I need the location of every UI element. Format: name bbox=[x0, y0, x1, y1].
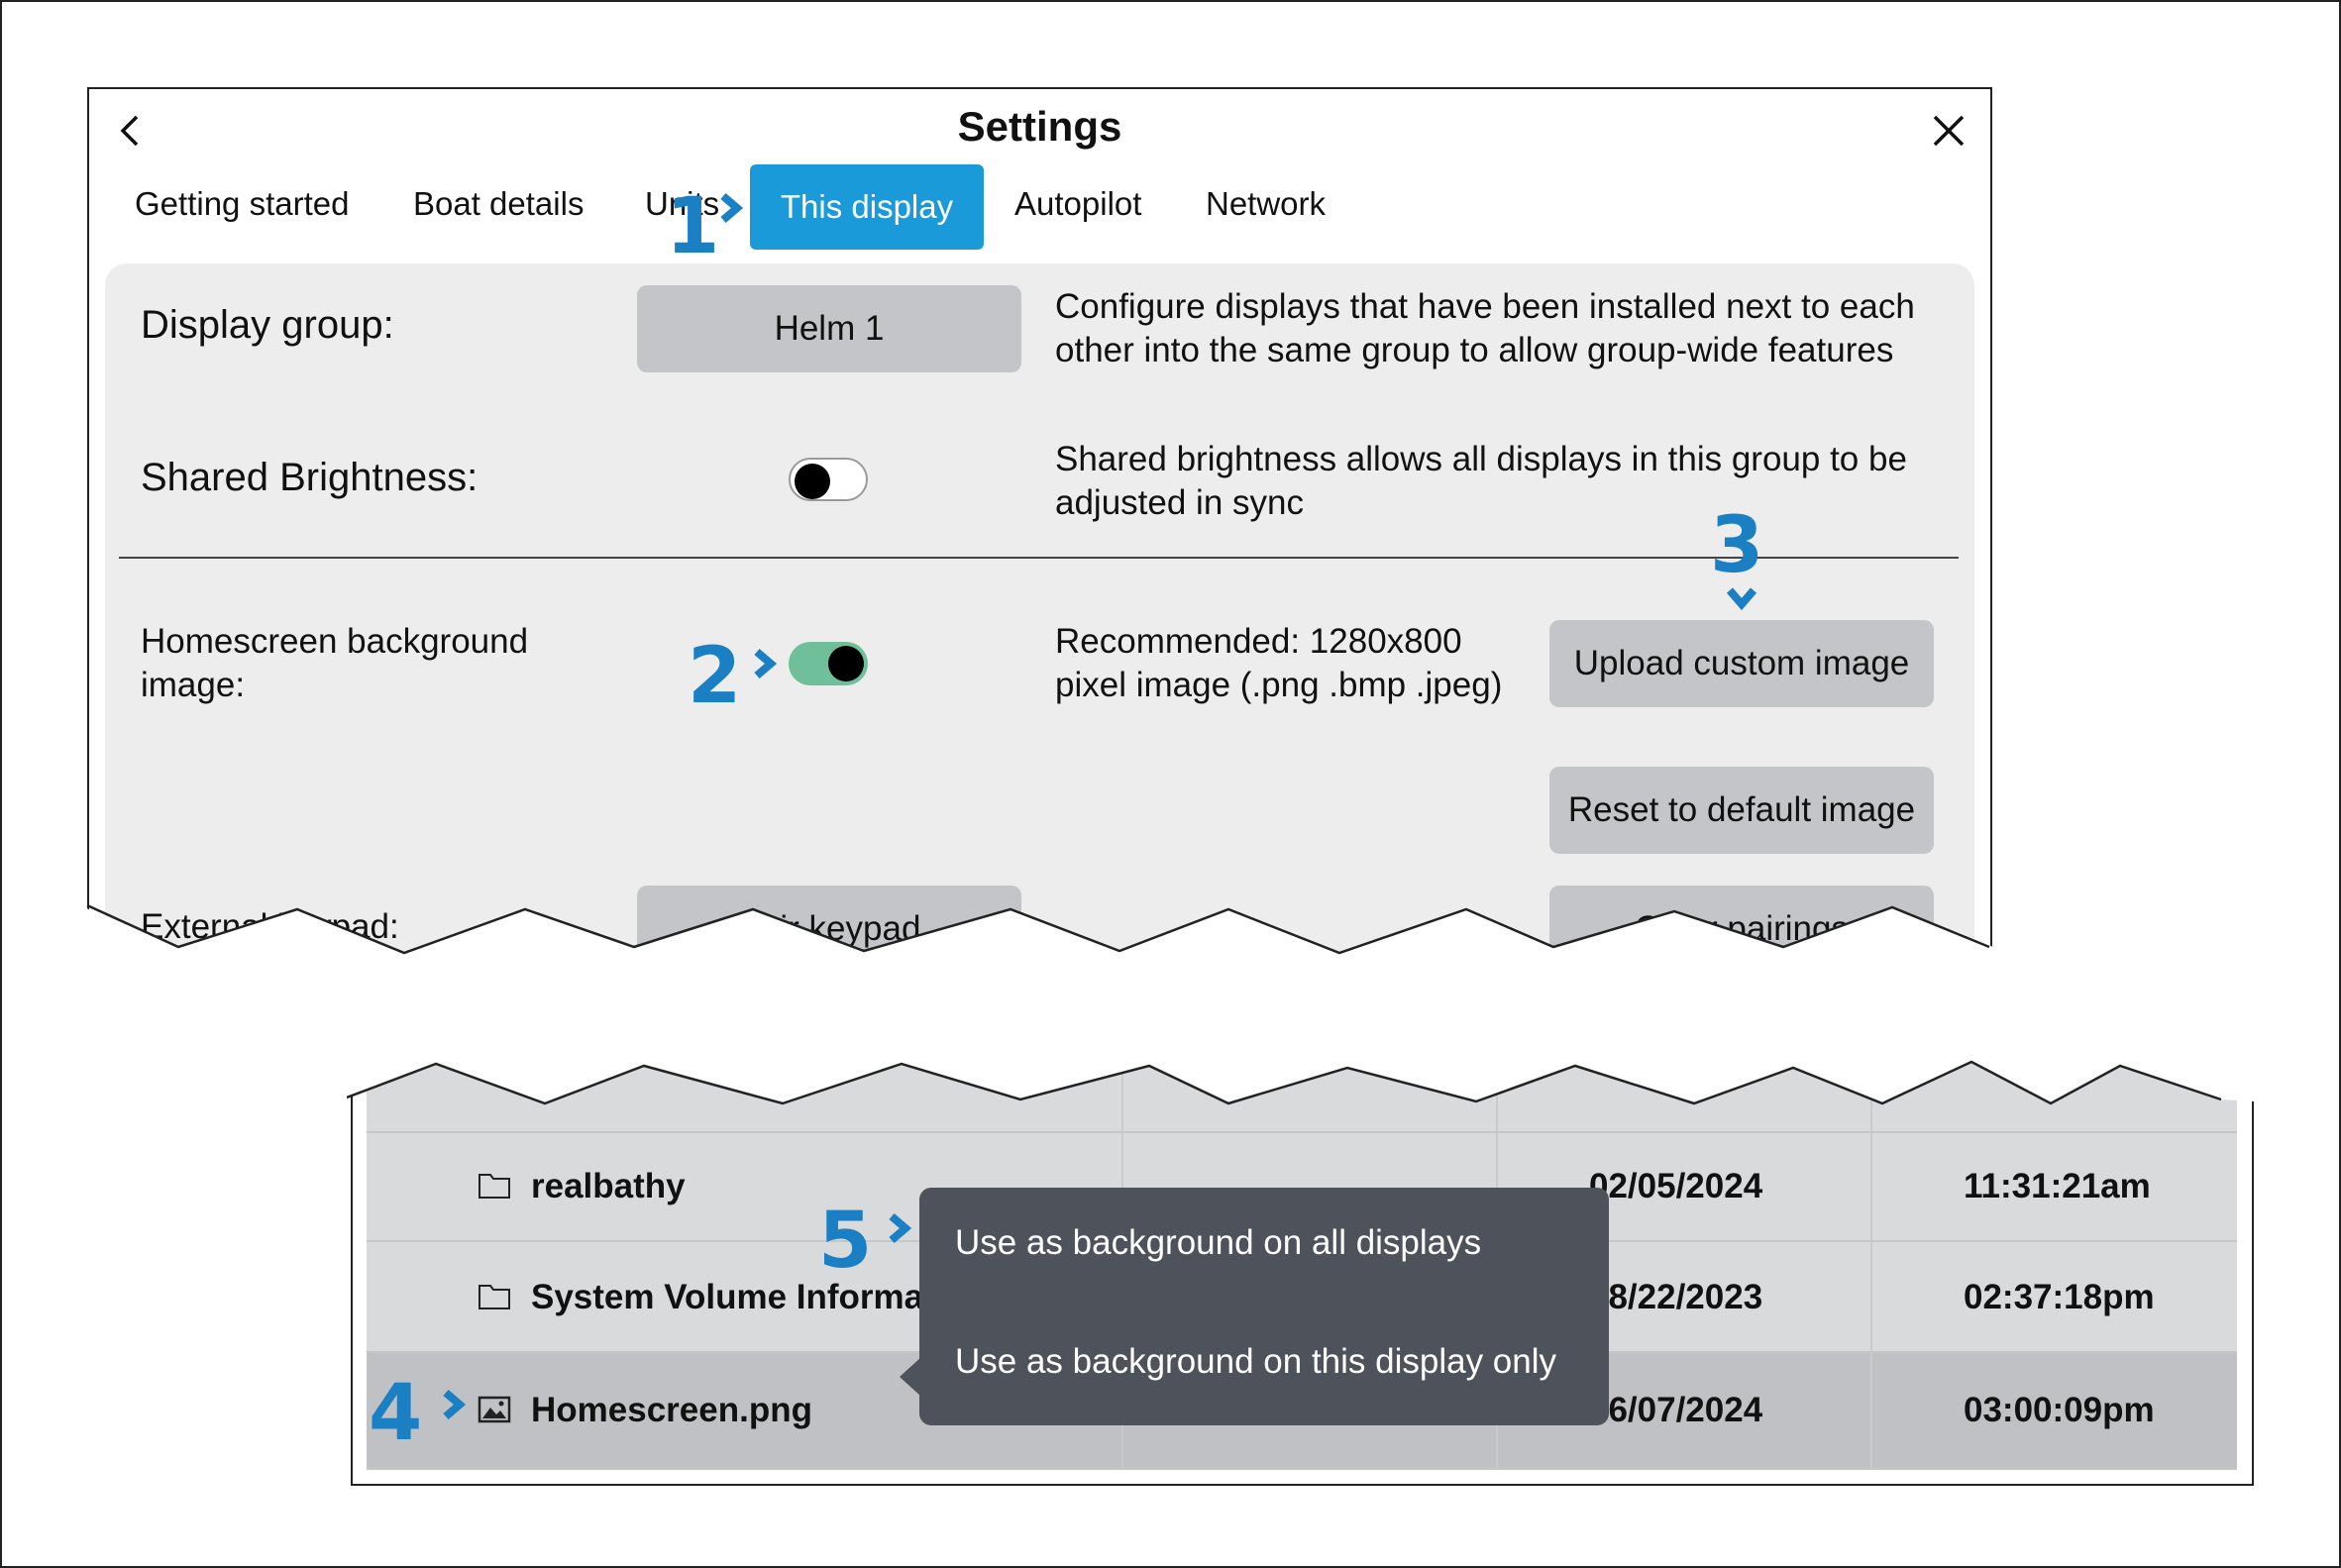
menu-item-this-display[interactable]: Use as background on this display only bbox=[955, 1342, 1557, 1381]
tab-boat-details[interactable]: Boat details bbox=[413, 185, 585, 222]
callout-arrow-icon bbox=[443, 1389, 467, 1420]
callout-5: 5 bbox=[818, 1197, 873, 1286]
upload-custom-image-button[interactable]: Upload custom image bbox=[1549, 620, 1934, 707]
tab-autopilot[interactable]: Autopilot bbox=[1014, 185, 1142, 222]
display-group-description: Configure displays that have been instal… bbox=[1055, 285, 1915, 372]
callout-arrow-icon bbox=[889, 1212, 912, 1244]
settings-dialog: Settings Getting started Boat details Un… bbox=[87, 87, 1992, 963]
description-line: other into the same group to allow group… bbox=[1055, 331, 1894, 369]
file-time: 02:37:18pm bbox=[1964, 1278, 2155, 1316]
image-recommendation: Recommended: 1280x800 pixel image (.png … bbox=[1055, 620, 1502, 707]
column-divider bbox=[1870, 1062, 1872, 1468]
homescreen-background-toggle[interactable] bbox=[789, 642, 868, 685]
toggle-knob bbox=[828, 646, 864, 681]
description-line: adjusted in sync bbox=[1055, 483, 1304, 522]
display-group-label: Display group: bbox=[141, 303, 394, 347]
callout-arrow-down-icon bbox=[1726, 587, 1757, 611]
file-name: Homescreen.png bbox=[531, 1391, 812, 1429]
shared-brightness-toggle[interactable] bbox=[789, 458, 868, 501]
callout-3: 3 bbox=[1710, 501, 1764, 590]
file-date: 08/22/2023 bbox=[1589, 1278, 1763, 1316]
label-line: image: bbox=[141, 666, 246, 704]
back-arrow-icon[interactable] bbox=[111, 111, 151, 151]
file-name: realbathy bbox=[531, 1167, 686, 1205]
dialog-title: Settings bbox=[957, 103, 1122, 150]
close-icon[interactable] bbox=[1929, 111, 1969, 151]
tab-units[interactable]: Units bbox=[645, 185, 720, 222]
file-date: 06/07/2024 bbox=[1589, 1391, 1763, 1429]
callout-arrow-icon bbox=[754, 648, 778, 679]
file-date: 02/05/2024 bbox=[1589, 1167, 1763, 1205]
file-time: 03:00:09pm bbox=[1964, 1391, 2155, 1429]
section-divider bbox=[119, 557, 1959, 559]
recommendation-line: Recommended: 1280x800 bbox=[1055, 622, 1462, 661]
recommendation-line: pixel image (.png .bmp .jpeg) bbox=[1055, 666, 1503, 704]
folder-icon bbox=[479, 1285, 510, 1309]
tab-this-display[interactable]: This display bbox=[750, 164, 984, 250]
display-group-button[interactable]: Helm 1 bbox=[637, 285, 1021, 372]
tab-network[interactable]: Network bbox=[1206, 185, 1327, 222]
background-context-menu: Use as background on all displays Use as… bbox=[919, 1188, 1609, 1425]
file-name: System Volume Information bbox=[531, 1278, 988, 1316]
torn-edge bbox=[79, 903, 2001, 971]
context-menu-pointer bbox=[900, 1357, 921, 1397]
callout-arrow-icon bbox=[720, 192, 744, 224]
folder-icon bbox=[479, 1174, 510, 1199]
reset-default-image-button[interactable]: Reset to default image bbox=[1549, 767, 1934, 854]
label-line: Homescreen background bbox=[141, 622, 529, 661]
description-line: Shared brightness allows all displays in… bbox=[1055, 440, 1907, 478]
menu-item-all-displays[interactable]: Use as background on all displays bbox=[955, 1223, 1482, 1262]
shared-brightness-description: Shared brightness allows all displays in… bbox=[1055, 438, 1907, 525]
description-line: Configure displays that have been instal… bbox=[1055, 287, 1915, 326]
file-time: 11:31:21am bbox=[1964, 1167, 2151, 1205]
image-icon bbox=[478, 1396, 511, 1423]
toggle-knob bbox=[795, 464, 830, 499]
callout-4: 4 bbox=[369, 1369, 423, 1458]
callout-2: 2 bbox=[688, 632, 742, 721]
callout-1: 1 bbox=[666, 182, 720, 271]
homescreen-background-label: Homescreen background image: bbox=[141, 620, 528, 707]
table-row-partial[interactable] bbox=[367, 1062, 2237, 1133]
shared-brightness-label: Shared Brightness: bbox=[141, 456, 479, 499]
torn-edge bbox=[347, 1054, 2255, 1105]
tab-getting-started[interactable]: Getting started bbox=[135, 185, 350, 222]
